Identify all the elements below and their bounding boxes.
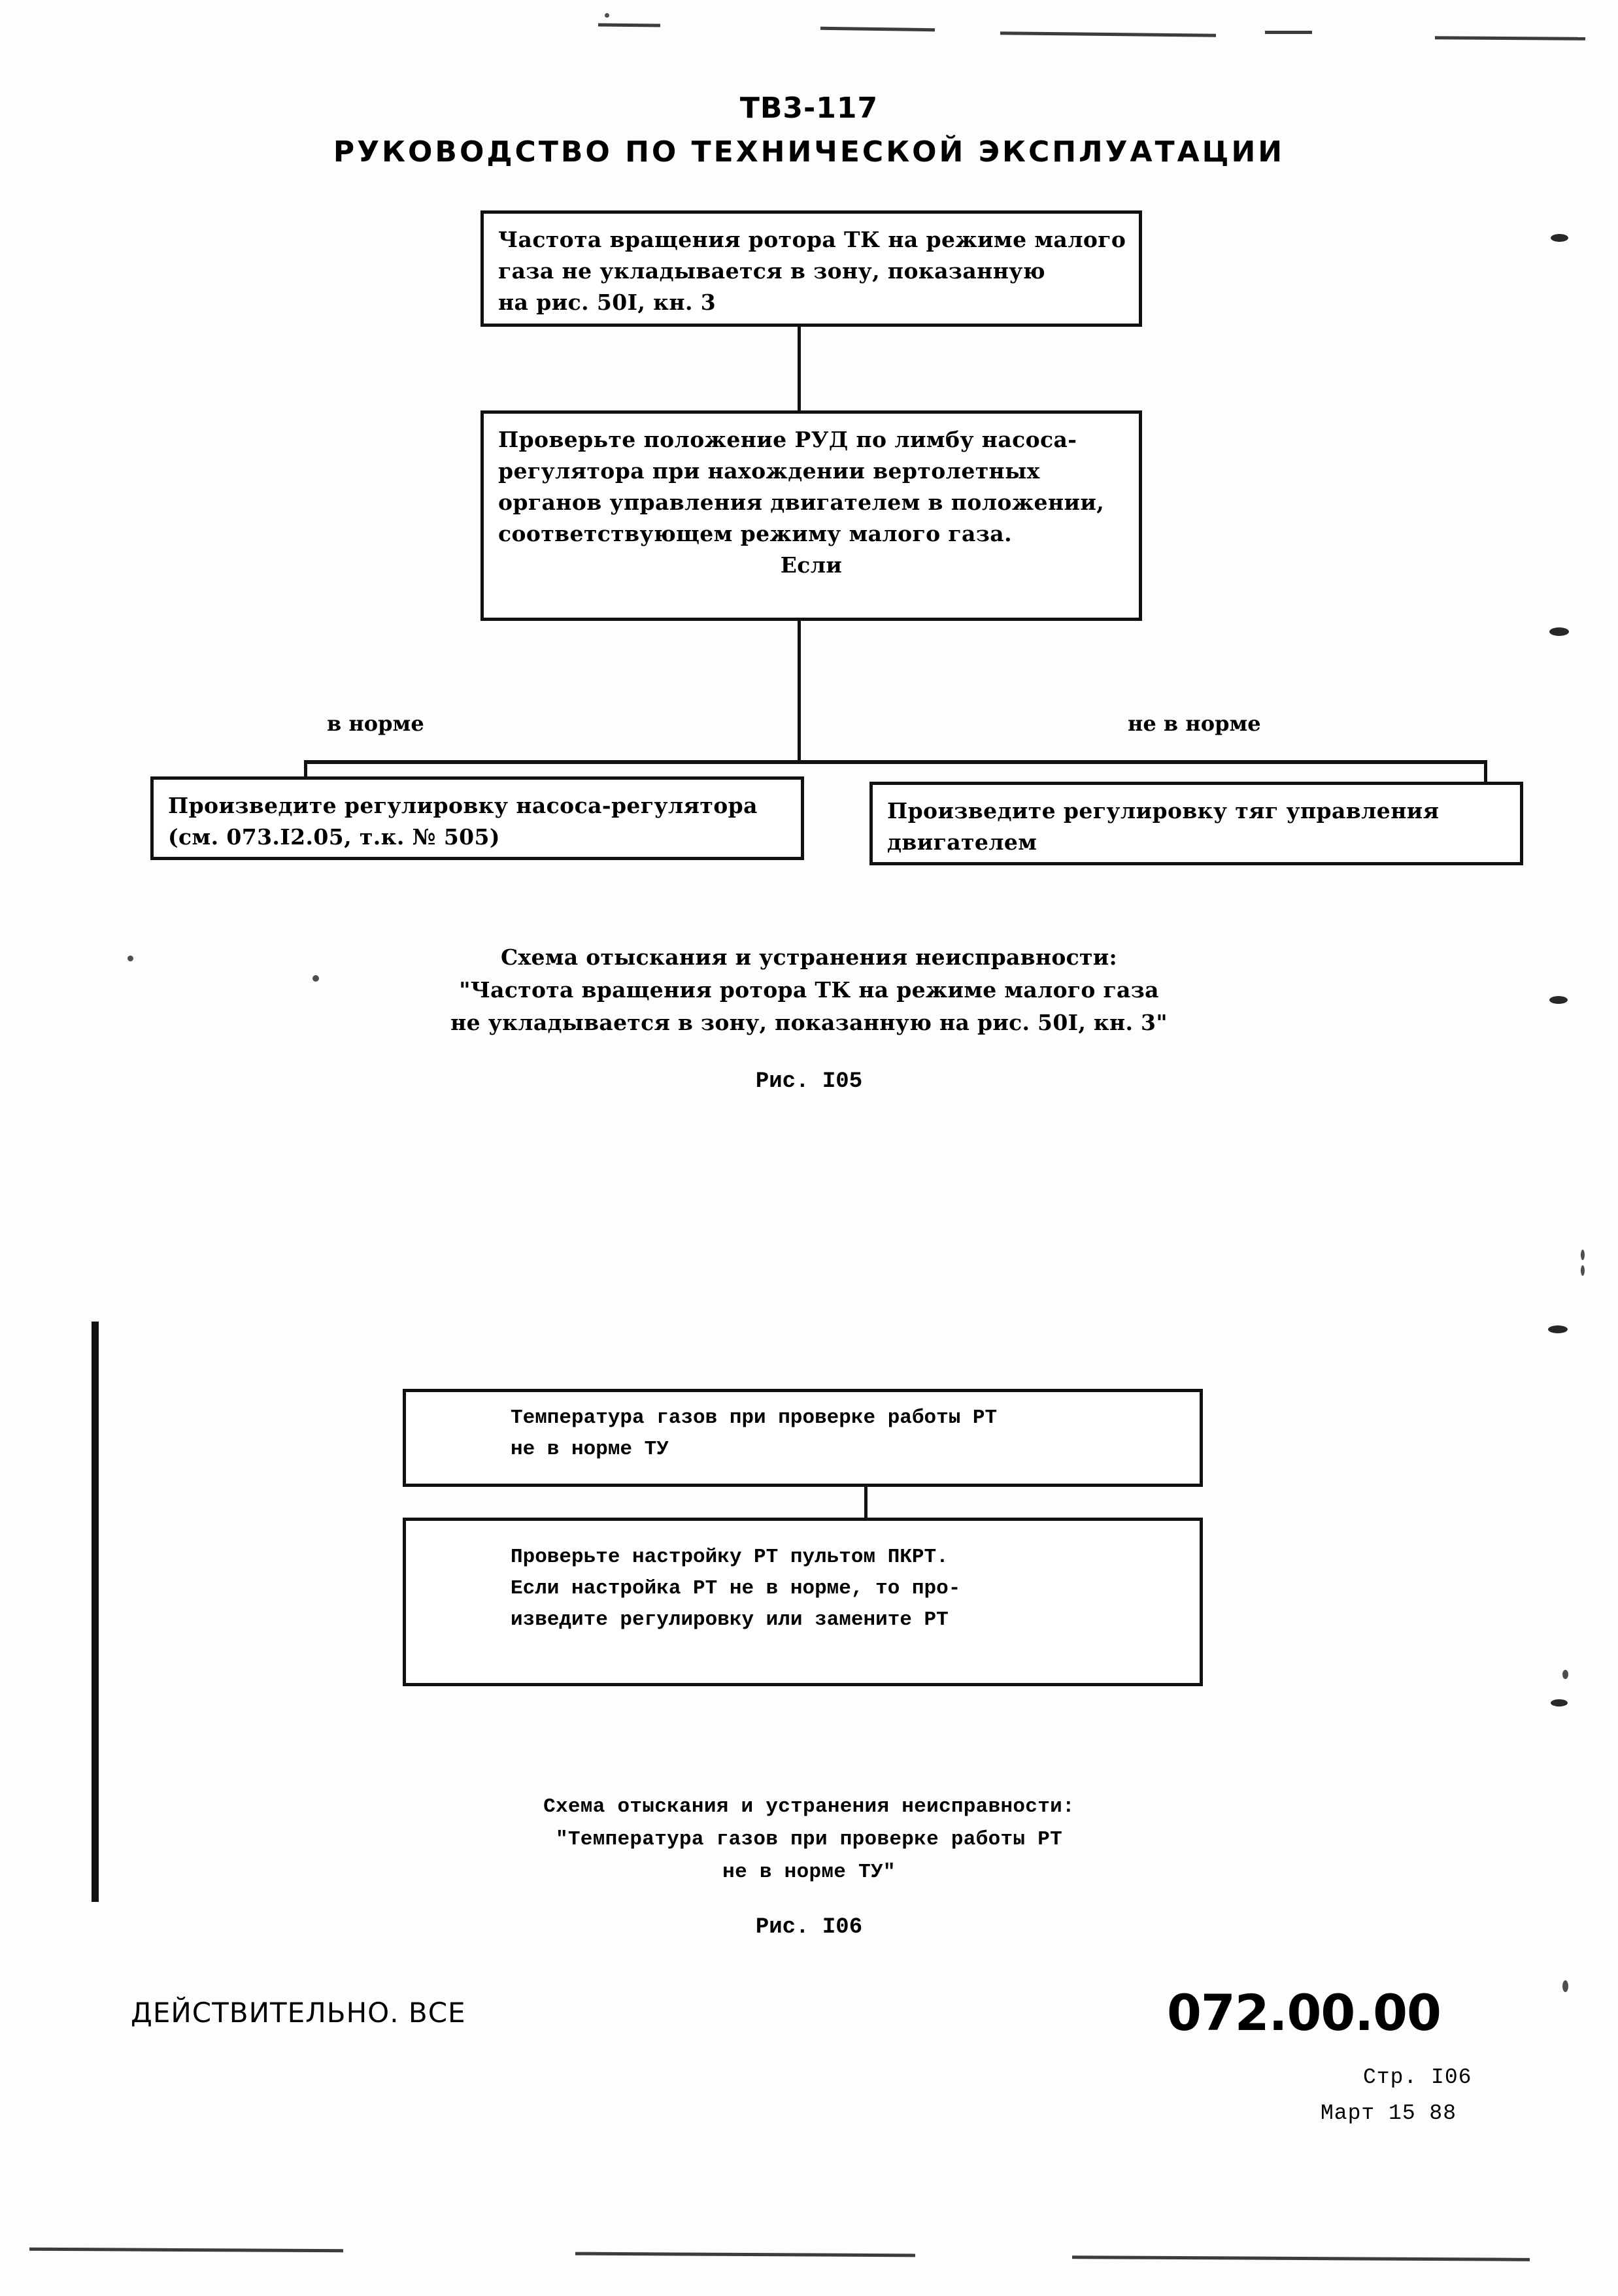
fig105-action-left-box: Произведите регулировку насоса-регулятор… — [150, 776, 804, 860]
engine-model: ТВ3-117 — [739, 92, 879, 125]
scan-speck — [1581, 1250, 1585, 1260]
box-line: газа не укладывается в зону, показанную — [498, 258, 1046, 284]
scan-speck — [127, 956, 133, 961]
binding-mark — [1549, 996, 1568, 1004]
box-line: Проверьте настройку РТ пультом ПКРТ. — [511, 1546, 949, 1569]
binding-mark — [1548, 1325, 1568, 1333]
caption-line: "Температура газов при проверке работы Р… — [555, 1828, 1063, 1851]
revision-change-bar — [92, 1322, 99, 1902]
box-line: Проверьте положение РУД по лимбу насоса- — [498, 427, 1077, 452]
caption-line: Схема отыскания и устранения неисправнос… — [543, 1795, 1075, 1818]
caption-line: "Частота вращения ротора ТК на режиме ма… — [459, 977, 1159, 1003]
binding-mark — [1551, 234, 1568, 242]
caption-line: Схема отыскания и устранения неисправнос… — [500, 944, 1118, 970]
scan-dash-top — [1434, 36, 1586, 41]
caption-line: не укладывается в зону, показанную на ри… — [450, 1010, 1168, 1035]
fig105-problem-box: Частота вращения ротора ТК на режиме мал… — [480, 210, 1142, 327]
box-line: Произведите регулировку насоса-регулятор… — [168, 793, 758, 818]
validity-statement: ДЕЙСТВИТЕЛЬНО. ВСЕ — [131, 1997, 466, 2029]
scan-dash-bottom — [1071, 2255, 1530, 2261]
connector-right-leg — [1484, 760, 1487, 793]
caption-line: не в норме ТУ" — [722, 1861, 896, 1884]
scan-speck — [605, 13, 609, 18]
box-line: Произведите регулировку тяг управления — [887, 798, 1440, 824]
box-line: соответствующем режиму малого газа. — [498, 521, 1012, 546]
fig105-action-right-box: Произведите регулировку тяг управления д… — [869, 782, 1523, 865]
connector-check-down — [798, 621, 801, 761]
branch-label-right: не в норме — [1128, 711, 1261, 736]
fig106-caption: Схема отыскания и устранения неисправнос… — [0, 1791, 1618, 1889]
scan-dash-bottom — [575, 2252, 916, 2257]
fig106-action-box: Проверьте настройку РТ пультом ПКРТ. Есл… — [403, 1518, 1203, 1686]
binding-mark — [1549, 627, 1569, 636]
page-number: Стр. I06 — [1363, 2065, 1472, 2089]
document-number: 072.00.00 — [1167, 1984, 1441, 2042]
scan-dash-bottom — [29, 2247, 344, 2253]
box-line: регулятора при нахождении вертолетных — [498, 458, 1040, 484]
scan-dash-top — [1000, 31, 1217, 37]
scan-speck — [1562, 1670, 1568, 1679]
fig105-check-box: Проверьте положение РУД по лимбу насоса-… — [480, 410, 1142, 621]
scan-speck — [312, 975, 319, 982]
branch-label-left: в норме — [327, 711, 424, 736]
box-line: на рис. 50I, кн. 3 — [498, 290, 716, 315]
box-line: Если настройка РТ не в норме, то про- — [511, 1577, 961, 1600]
box-condition: Если — [780, 552, 843, 578]
page-title: РУКОВОДСТВО ПО ТЕХНИЧЕСКОЙ ЭКСПЛУАТАЦИИ — [333, 135, 1285, 169]
fig105-label: Рис. I05 — [755, 1069, 863, 1094]
fig105-caption: Схема отыскания и устранения неисправнос… — [0, 941, 1618, 1039]
scan-speck — [1562, 1980, 1568, 1992]
scan-dash-top — [1265, 31, 1312, 34]
revision-date: Март 15 88 — [1321, 2101, 1457, 2125]
connector-problem-to-check — [798, 327, 801, 410]
box-line: Частота вращения ротора ТК на режиме мал… — [498, 227, 1126, 252]
scan-speck — [1581, 1265, 1585, 1276]
binding-mark — [1551, 1699, 1568, 1706]
box-line: Температура газов при проверке работы РТ — [511, 1406, 998, 1429]
fig106-problem-box-body: Температура газов при проверке работы РТ… — [403, 1389, 1203, 1487]
connector-split-bus — [304, 760, 1487, 764]
document-header: ТВ3-117 РУКОВОДСТВО ПО ТЕХНИЧЕСКОЙ ЭКСПЛ… — [0, 92, 1618, 169]
fig106-label: Рис. I06 — [755, 1915, 863, 1940]
box-line: изведите регулировку или замените РТ — [511, 1608, 949, 1631]
box-line: (см. 073.I2.05, т.к. № 505) — [168, 824, 500, 850]
box-line: не в норме ТУ — [511, 1438, 669, 1461]
scan-dash-top — [598, 23, 661, 27]
scan-dash-top — [820, 26, 935, 32]
box-line: органов управления двигателем в положени… — [498, 490, 1105, 515]
box-line: двигателем — [887, 829, 1037, 855]
